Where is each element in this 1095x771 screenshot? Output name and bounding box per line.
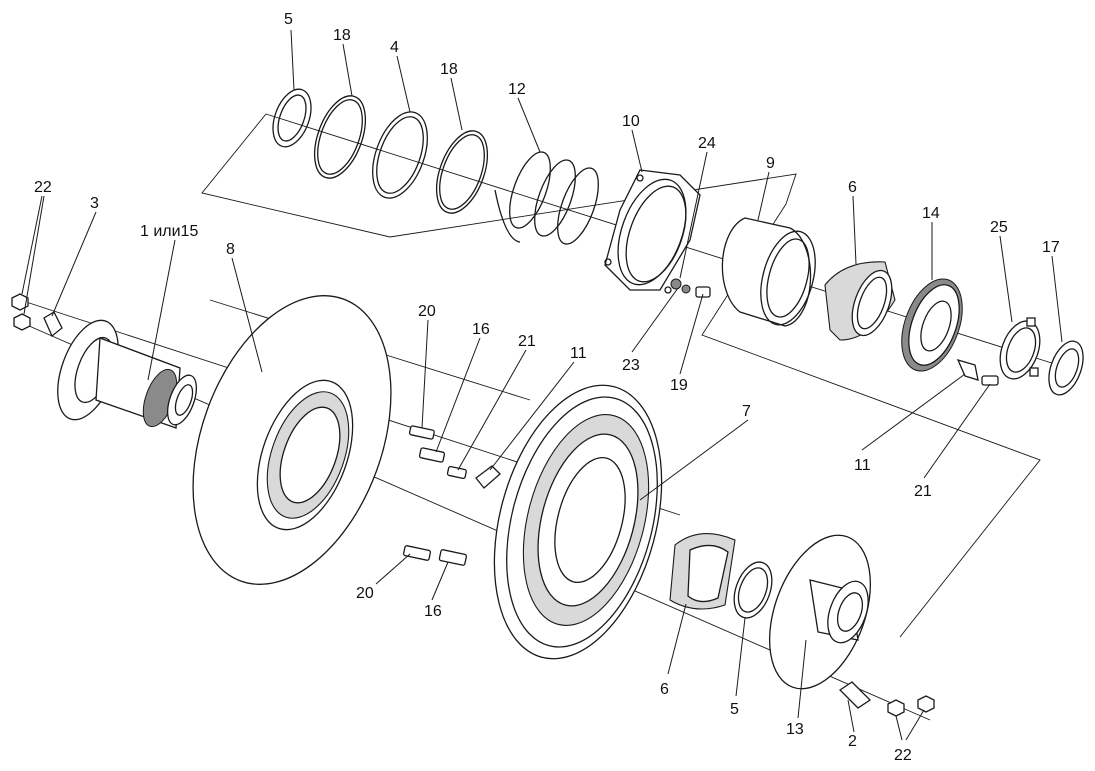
bolt-21-right [981,375,999,386]
nuts-22-bottom [887,695,935,717]
ring-4 [372,111,428,199]
callout-3: 3 [90,195,99,212]
callout-9: 9 [766,155,775,172]
bolt-16-top [418,447,446,463]
guard-6-top [824,261,896,341]
lock-plate-3 [43,311,63,338]
callout-24: 24 [698,135,716,152]
callout-10: 10 [622,113,640,130]
callout-8: 8 [226,241,235,258]
callout-5-top: 5 [284,11,293,28]
ring-5-bottom [733,561,773,619]
sleeve-9 [721,217,816,327]
callout-18-a: 18 [333,27,351,44]
callout-7: 7 [742,403,751,420]
shaft-1-15 [57,319,198,429]
callout-22-left: 22 [34,179,52,196]
callout-12: 12 [508,81,526,98]
drum-7 [493,384,663,660]
ring-18-b [435,130,489,214]
callout-22-bottom: 22 [894,747,912,764]
lock-plate-2 [838,681,872,709]
washer-24-23 [670,278,691,294]
callout-11-top: 11 [570,345,587,362]
bearing-14 [901,278,963,372]
callout-25: 25 [990,219,1008,236]
callout-20-bottom: 20 [356,585,374,602]
bolt-20-bottom [402,545,432,561]
spring-12 [494,151,599,245]
guard-6-bottom [669,533,736,610]
callout-19: 19 [670,377,688,394]
callout-20-top: 20 [418,303,436,320]
bolt-16-bottom [438,549,468,566]
callout-23: 23 [622,357,640,374]
ring-18-a [313,95,367,179]
ring-5-top [272,88,312,148]
housing-10 [604,169,701,294]
bolt-21-top [446,465,467,480]
callout-2: 2 [848,733,857,750]
leader-lines [21,29,1063,741]
disc-8 [192,295,392,585]
callout-14: 14 [922,205,940,222]
bolt-19-top [695,286,711,298]
nut-17 [1048,340,1084,396]
callout-4: 4 [390,39,399,56]
lock-plate-11-right [956,358,979,381]
callout-1-or-15: 1 или15 [140,223,198,240]
callout-21-right: 21 [914,483,932,500]
callout-6-top: 6 [848,179,857,196]
callout-13: 13 [786,721,804,738]
callout-11-right: 11 [854,457,871,474]
callout-21-top: 21 [518,333,536,350]
callout-16-bottom: 16 [424,603,442,620]
callout-17: 17 [1042,239,1060,256]
callout-6-bottom: 6 [660,681,669,698]
lock-washer-25 [999,317,1041,380]
nuts-22-left [11,293,31,331]
lock-plate-11-top [475,465,501,489]
callout-labels: 5 18 4 18 12 10 24 9 6 14 25 17 22 3 1 и… [34,11,1060,764]
callout-18-b: 18 [440,61,458,78]
hub-13 [768,534,872,690]
callout-5-bottom: 5 [730,701,739,718]
bolt-20-top [408,425,435,440]
callout-16-top: 16 [472,321,490,338]
